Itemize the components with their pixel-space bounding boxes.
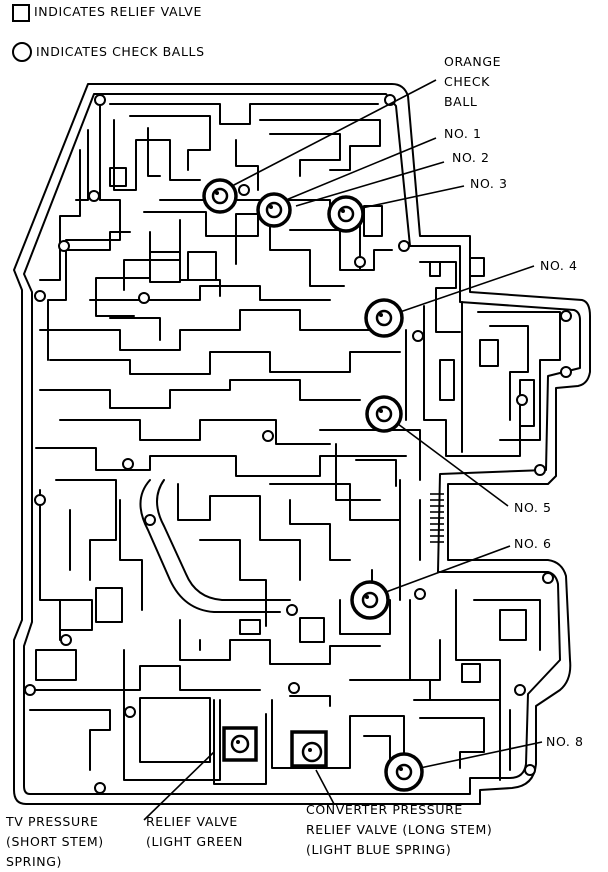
plate-outline [13,83,591,805]
label-no-6: NO. 6 [514,536,552,551]
label-no-3: NO. 3 [470,176,508,191]
check-ball-3 [327,195,365,233]
check-ball-6 [350,580,390,620]
label-tv-pressure-3: SPRING) [6,854,62,869]
label-orange-check-ball-3: BALL [444,94,478,109]
label-no-2: NO. 2 [452,150,490,165]
check-ball-circle-icon [12,42,32,62]
check-ball-8 [384,752,424,792]
relief-valves [222,726,328,768]
check-ball-5 [365,395,403,433]
legend-relief-valve-text: INDICATES RELIEF VALVE [34,4,202,19]
relief-valve-square-icon [12,4,30,22]
label-converter-3: (LIGHT BLUE SPRING) [306,842,452,857]
label-orange-check-ball-1: ORANGE [444,54,502,69]
serrated-edge [430,493,444,543]
label-relief-valve-2: (LIGHT GREEN [146,834,243,849]
check-ball-4 [364,298,404,338]
relief-valve-tv [222,726,258,762]
label-tv-pressure-1: TV PRESSURE [6,814,99,829]
label-no-4: NO. 4 [540,258,578,273]
check-ball-orange [202,178,238,214]
label-relief-valve-1: RELIEF VALVE [146,814,238,829]
legend-check-ball-text: INDICATES CHECK BALLS [36,44,205,59]
label-converter-2: RELIEF VALVE (LONG STEM) [306,822,493,837]
label-no-5: NO. 5 [514,500,552,515]
check-balls [202,178,424,792]
label-converter-1: CONVERTER PRESSURE [306,802,463,817]
label-tv-pressure-2: (SHORT STEM) [6,834,104,849]
label-orange-check-ball-2: CHECK [444,74,490,89]
leader-lines [143,79,543,821]
relief-valve-converter [290,730,328,768]
check-ball-1 [256,192,292,228]
label-no-1: NO. 1 [444,126,482,141]
bolt-holes [24,94,572,794]
label-no-8: NO. 8 [546,734,584,749]
